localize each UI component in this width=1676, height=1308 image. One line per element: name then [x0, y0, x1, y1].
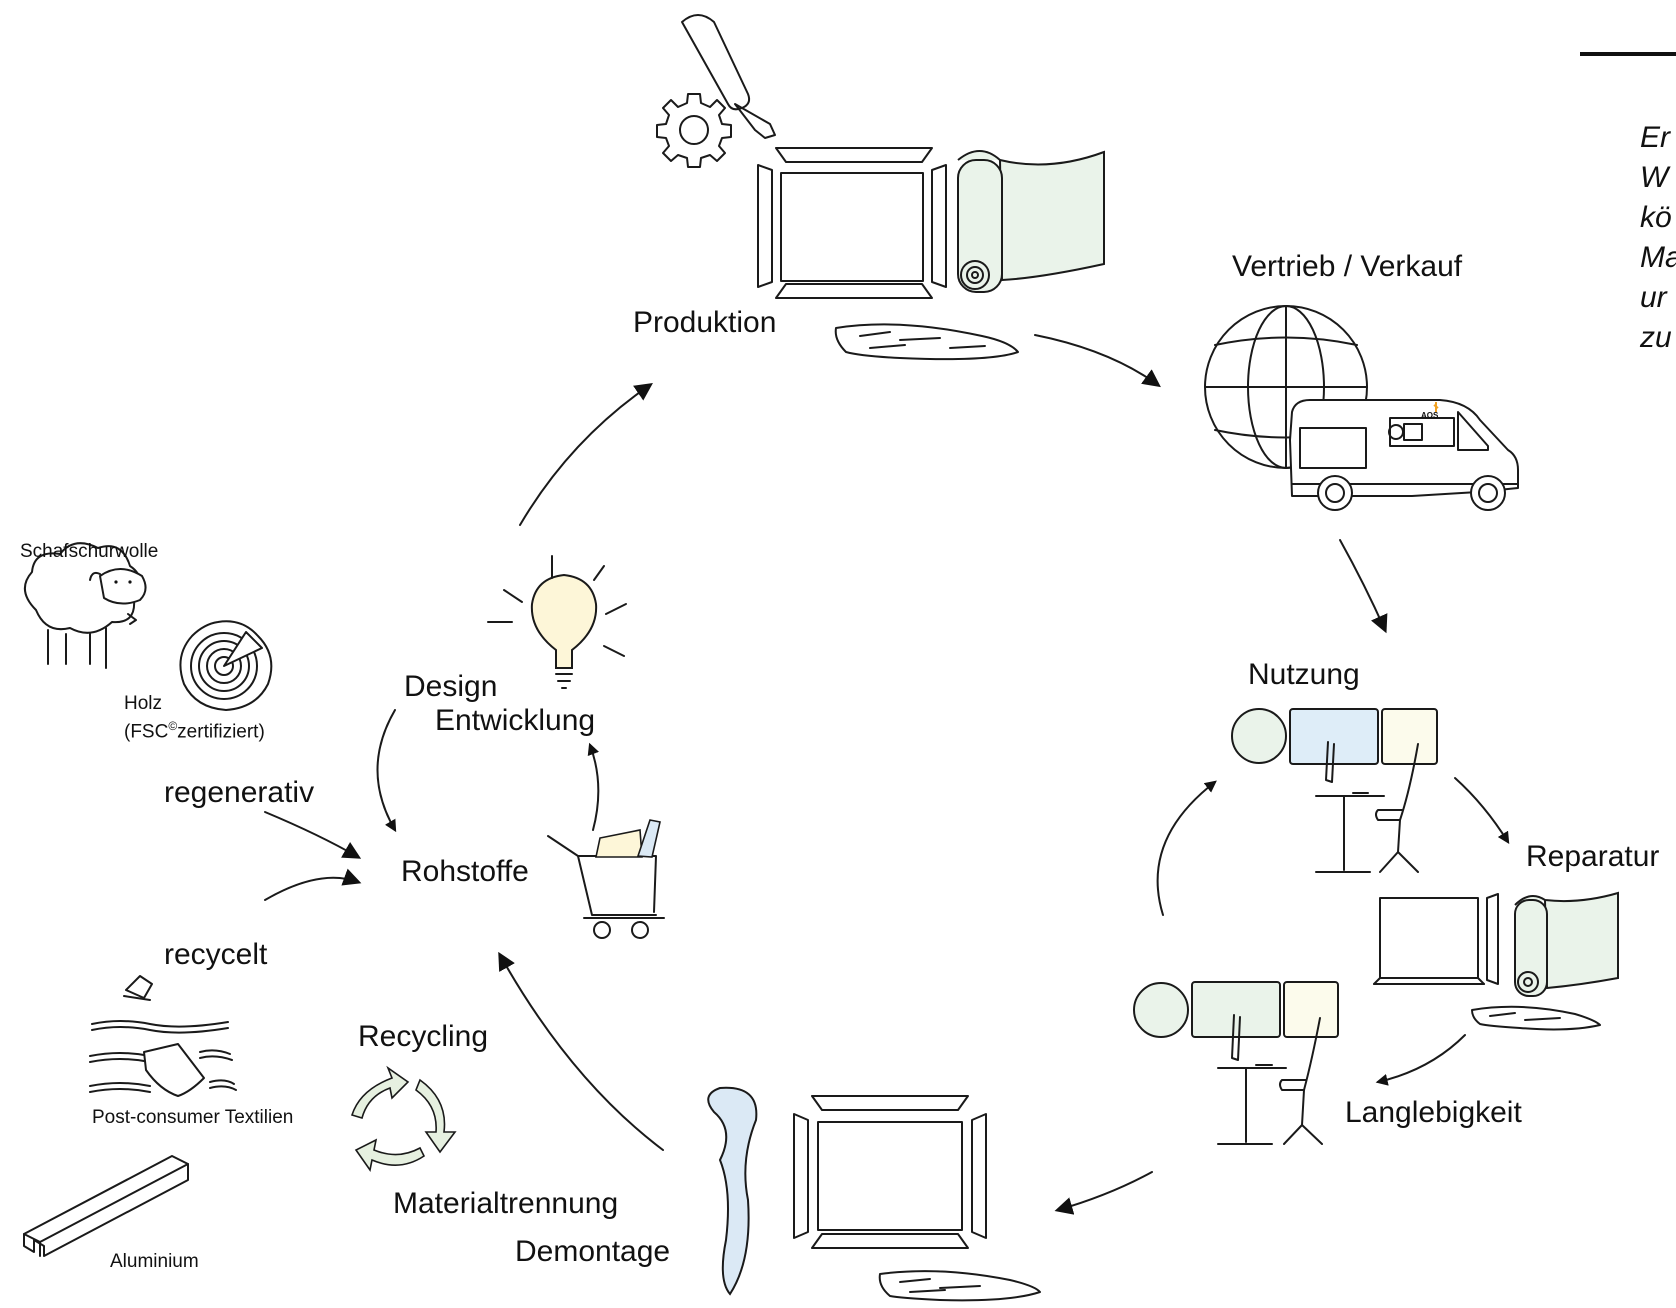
gear-icon	[656, 93, 732, 168]
recycling-icon	[350, 1065, 457, 1172]
material-label-holz: Holz	[124, 693, 163, 714]
arrow-to-demontage	[1054, 1171, 1153, 1215]
arrow-regenerativ-to-rohstoffe	[264, 811, 362, 859]
stage-label-produktion: Produktion	[633, 306, 777, 339]
stage-label-demontage: Demontage	[515, 1235, 671, 1268]
side-text-line: kö	[1640, 201, 1672, 234]
reparatur-illustration	[1373, 891, 1619, 1031]
demontage-illustration	[707, 1086, 1041, 1302]
arrow-rohstoffe-to-design	[587, 742, 600, 831]
arrow-recycelt-to-rohstoffe	[264, 868, 362, 901]
arrow-demontage-to-rohstoffe	[498, 951, 664, 1151]
fabric-roll-icon	[957, 150, 1105, 293]
stage-label-vertrieb: Vertrieb / Verkauf	[1232, 250, 1463, 283]
felt-icon	[834, 323, 1019, 361]
stage-label-design: Design	[404, 670, 498, 703]
light-bulb-icon	[487, 555, 627, 689]
screwdriver-icon	[681, 14, 776, 139]
side-divider	[1580, 52, 1676, 56]
vertrieb-illustration	[1204, 305, 1519, 511]
stage-label-reparatur: Reparatur	[1526, 840, 1660, 873]
nutzung-illustration	[1231, 708, 1438, 873]
stage-label-langlebigkeit: Langlebigkeit	[1345, 1096, 1522, 1129]
material-label-schafschurwolle: Schafschurwolle	[20, 541, 159, 562]
van-logo-text: AOS	[1421, 411, 1439, 420]
panel-frame-icon	[757, 147, 947, 299]
stage-label-entwicklung: Entwicklung	[435, 704, 596, 737]
side-text-line: ur	[1640, 281, 1667, 314]
sheep-icon	[24, 542, 147, 669]
shopping-cart-icon	[547, 819, 665, 939]
material-label-holz-note: (FSC©zertifiziert)	[124, 719, 265, 743]
textiles-icon	[89, 975, 237, 1097]
side-text-line: W	[1640, 161, 1669, 194]
arrow-design-to-produktion	[519, 382, 653, 526]
arrow-langlebigkeit-to-nutzung	[1156, 780, 1217, 916]
material-label-aluminium: Aluminium	[110, 1251, 199, 1272]
langlebigkeit-illustration	[1133, 981, 1339, 1145]
wood-rings-icon	[179, 620, 273, 711]
arrow-reparatur-to-langlebigkeit	[1375, 1034, 1466, 1086]
produktion-illustration	[656, 14, 1105, 361]
van-icon	[1289, 399, 1519, 511]
stage-label-materialtrennung: Materialtrennung	[393, 1187, 619, 1220]
arrow-vertrieb-to-nutzung	[1339, 539, 1388, 634]
aluminium-profile-icon	[23, 1155, 189, 1257]
side-text-line: Er	[1640, 121, 1670, 154]
stage-label-rohstoffe: Rohstoffe	[401, 855, 529, 888]
side-text-line: zu	[1640, 321, 1672, 354]
arrow-produktion-to-vertrieb	[1034, 334, 1161, 388]
material-label-textilien: Post-consumer Textilien	[92, 1107, 294, 1128]
side-text-line: Ma	[1640, 241, 1676, 274]
fiber-strand-icon	[707, 1086, 758, 1296]
cycle-arrows	[264, 334, 1510, 1215]
side-text: Er W kö Ma ur zu	[1640, 118, 1676, 358]
stage-label-nutzung: Nutzung	[1248, 658, 1360, 691]
arrow-design-to-rohstoffe	[376, 709, 397, 833]
input-label-recycelt: recycelt	[164, 938, 268, 971]
input-label-regenerativ: regenerativ	[164, 776, 315, 809]
stage-label-recycling: Recycling	[358, 1020, 489, 1053]
arrow-nutzung-to-reparatur	[1454, 777, 1510, 845]
